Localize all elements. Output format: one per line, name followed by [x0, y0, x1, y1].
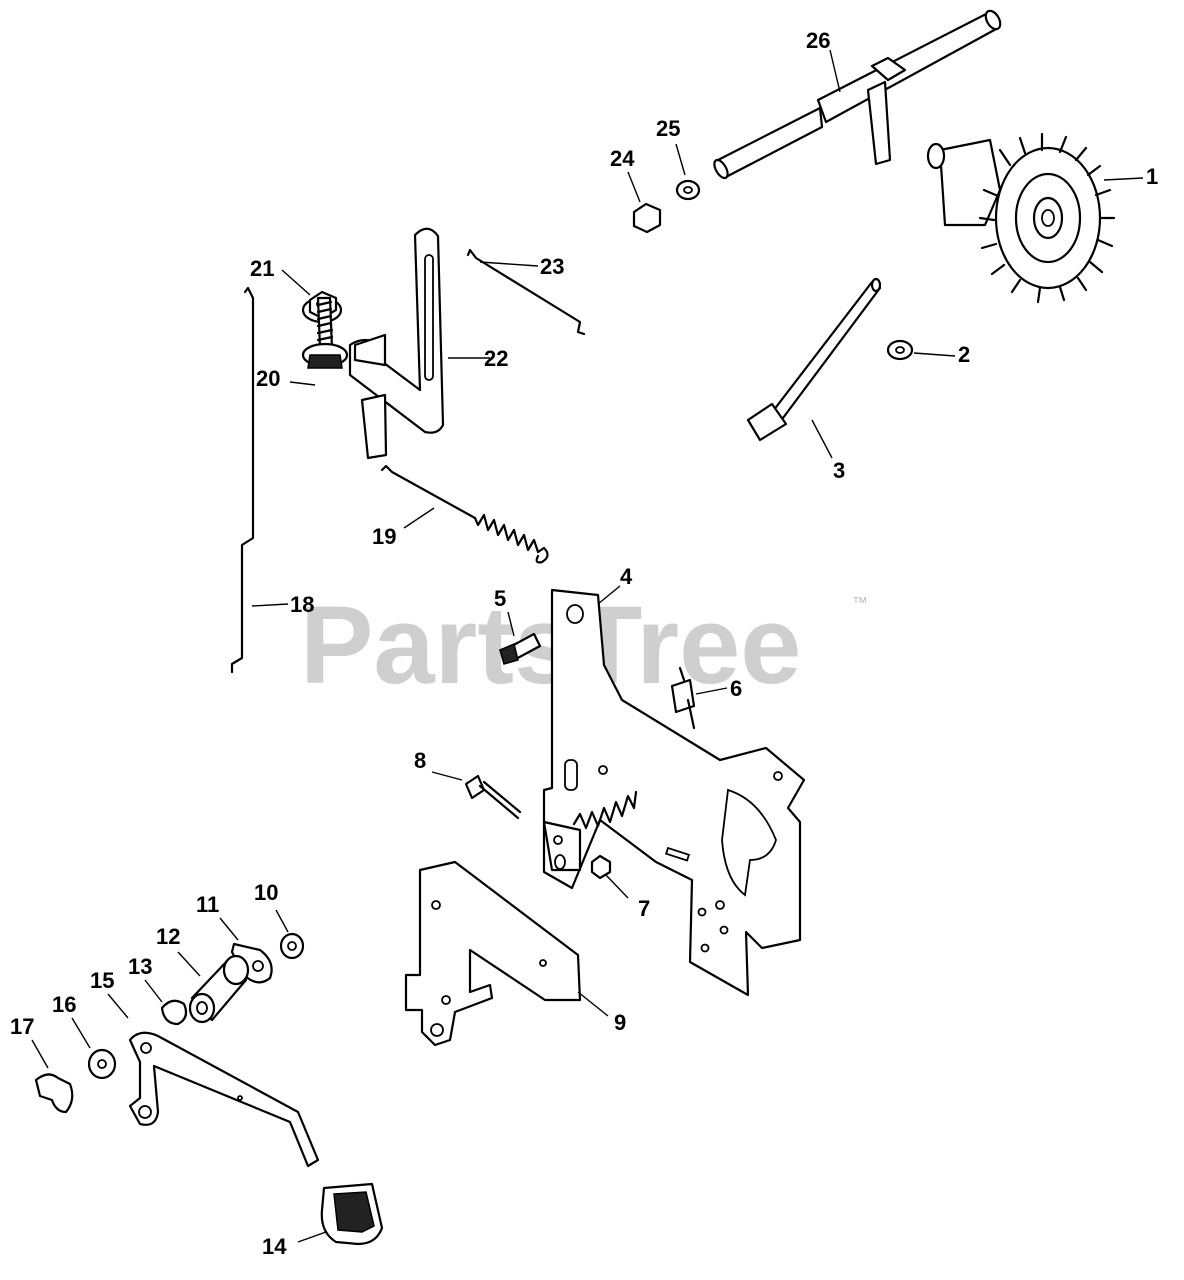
callout-5: 5 [494, 586, 506, 611]
callout-6: 6 [730, 676, 742, 701]
callout-22: 22 [484, 346, 508, 371]
part-10-washer [279, 932, 305, 960]
bracket-spring [572, 790, 638, 830]
part-4-control-bracket [542, 588, 806, 997]
part-25-washer [675, 179, 701, 201]
callout-labels: 1 2 3 4 5 6 7 8 9 10 11 12 13 14 15 16 1… [10, 28, 1158, 1259]
leader-lines [31, 49, 1144, 1243]
callout-14: 14 [262, 1234, 287, 1259]
callout-25: 25 [656, 116, 680, 141]
part-15-control-lever [128, 1031, 320, 1168]
part-17-wing-nut [34, 1073, 74, 1114]
callout-7: 7 [638, 896, 650, 921]
part-1-governor-gear [926, 132, 1116, 304]
callout-9: 9 [614, 1010, 626, 1035]
part-23-link-rod [466, 248, 586, 336]
callout-19: 19 [372, 524, 396, 549]
watermark-trademark: ™ [852, 595, 868, 612]
callout-8: 8 [414, 748, 426, 773]
part-8-screw [464, 774, 522, 820]
part-2-washer [886, 339, 914, 361]
part-6-clip [670, 666, 696, 730]
part-14-foot-pad [320, 1182, 384, 1246]
callout-23: 23 [540, 254, 564, 279]
callout-10: 10 [254, 880, 278, 905]
callout-26: 26 [806, 28, 830, 53]
callout-20: 20 [256, 366, 280, 391]
callout-16: 16 [52, 992, 76, 1017]
part-3-pin [746, 277, 882, 442]
part-9-lower-bracket [404, 860, 582, 1047]
callout-2: 2 [958, 342, 970, 367]
part-20-bolt [301, 296, 349, 369]
callout-3: 3 [833, 458, 845, 483]
part-18-governor-rod [230, 286, 255, 674]
callout-13: 13 [128, 954, 152, 979]
part-13-lock-washer [160, 999, 188, 1026]
part-24-nut [632, 202, 662, 234]
callout-11: 11 [196, 892, 219, 917]
part-26-shaft [713, 9, 1002, 180]
callout-17: 17 [10, 1014, 34, 1039]
part-16-washer [87, 1048, 117, 1080]
callout-21: 21 [250, 256, 274, 281]
callout-24: 24 [610, 146, 635, 171]
part-12-bushing [188, 954, 250, 1024]
callout-4: 4 [620, 564, 633, 589]
callout-18: 18 [290, 592, 314, 617]
part-7-nut [590, 854, 612, 880]
callout-12: 12 [156, 924, 180, 949]
part-19-spring [380, 464, 549, 564]
watermark: PartsTree ™ [300, 584, 868, 707]
part-22-throttle-lever [348, 227, 445, 460]
part-5-screw [499, 632, 542, 665]
callout-15: 15 [90, 968, 114, 993]
callout-1: 1 [1146, 164, 1158, 189]
watermark-text: PartsTree [300, 584, 801, 707]
